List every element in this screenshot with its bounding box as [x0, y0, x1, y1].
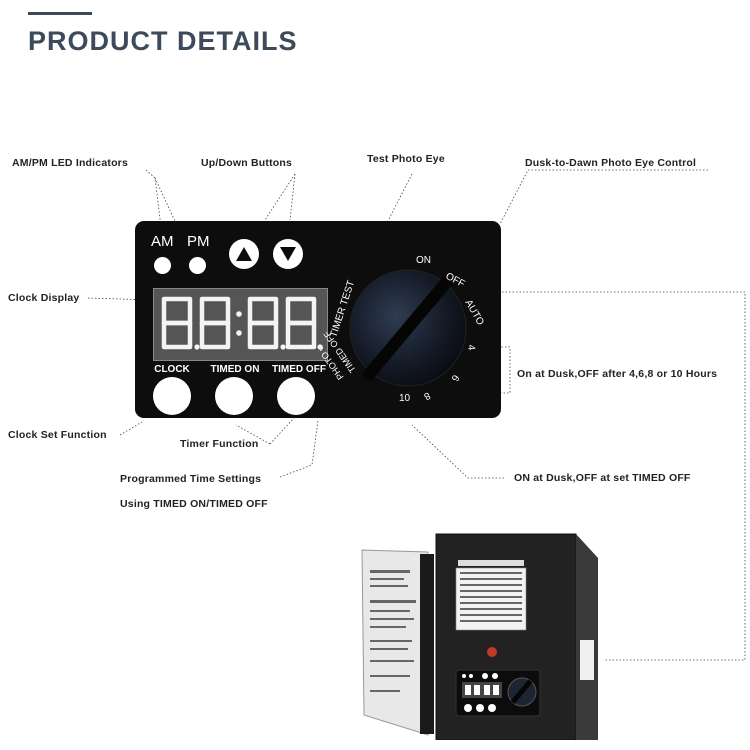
page-title: PRODUCT DETAILS	[28, 26, 298, 56]
am-label: AM	[151, 233, 174, 250]
dial-6-label: 6	[448, 373, 461, 384]
mode-selector-dial[interactable]: ON OFF AUTO 4 6 8 10 PHOTO ON TIMED OFF …	[320, 240, 505, 420]
down-button[interactable]	[273, 239, 303, 269]
callout-clock-display: Clock Display	[8, 292, 80, 304]
callout-programmed-time: Programmed Time Settings	[120, 473, 262, 485]
callout-am-pm-leds: AM/PM LED Indicators	[12, 157, 129, 169]
up-button[interactable]	[229, 239, 259, 269]
clock-display	[153, 288, 328, 361]
callout-up-down-buttons: Up/Down Buttons	[201, 157, 293, 169]
title-rule	[28, 12, 92, 15]
callout-on-dusk-timed-off: ON at Dusk,OFF at set TIMED OFF	[514, 472, 691, 484]
dial-pointer	[363, 275, 453, 381]
timed-on-button-label: TIMED ON	[210, 364, 260, 375]
timed-off-button-label: TIMED OFF	[272, 364, 326, 375]
triangle-up-icon	[236, 247, 252, 261]
dial-on-label: ON	[416, 255, 431, 266]
triangle-down-icon	[280, 247, 296, 261]
transformer-product-photo	[358, 530, 603, 740]
callout-clock-set: Clock Set Function	[8, 429, 107, 441]
dial-8-label: 8	[421, 389, 432, 402]
dial-10-label: 10	[399, 393, 411, 404]
callout-timer-function: Timer Function	[180, 438, 259, 450]
pm-led	[189, 257, 206, 274]
am-led	[154, 257, 171, 274]
timed-off-button[interactable]	[277, 377, 315, 415]
timed-on-button[interactable]	[215, 377, 253, 415]
pm-label: PM	[187, 233, 210, 250]
clock-button[interactable]	[153, 377, 191, 415]
callout-dusk-to-dawn: Dusk-to-Dawn Photo Eye Control	[525, 157, 697, 169]
callout-test-photo-eye: Test Photo Eye	[367, 153, 445, 165]
seven-segment-digits	[161, 296, 323, 350]
dial-4-label: 4	[465, 344, 476, 351]
callout-on-dusk-hours: On at Dusk,OFF after 4,6,8 or 10 Hours	[517, 368, 718, 380]
callout-using-timed: Using TIMED ON/TIMED OFF	[120, 498, 268, 510]
clock-button-label: CLOCK	[154, 364, 190, 375]
